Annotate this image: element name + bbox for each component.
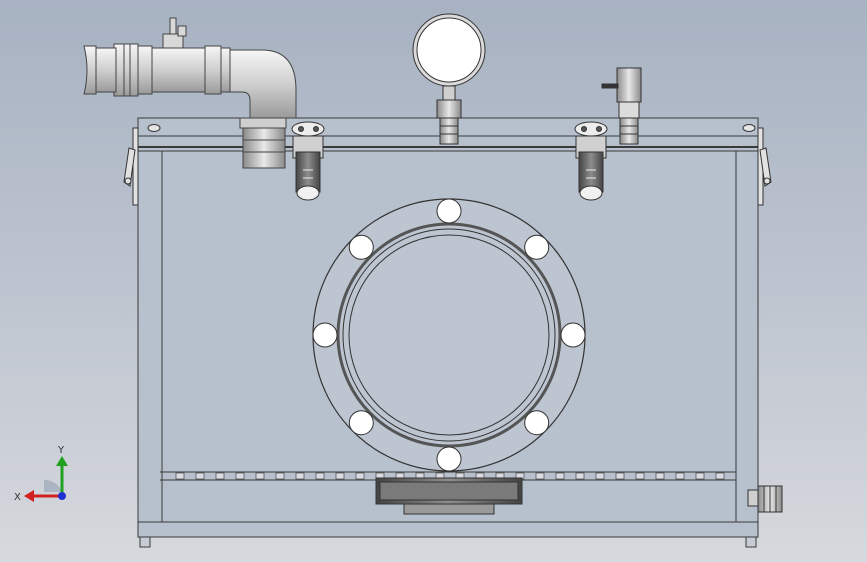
z-axis-dot [58,492,66,500]
rail-slot [615,472,625,480]
inlet-pipe-assembly[interactable] [83,43,297,169]
flange-bolt-hole [524,410,550,436]
rail-slot [575,472,585,480]
left-toggle-latch[interactable] [291,121,325,201]
internal-pump [375,477,523,515]
y-axis-label: Y [57,445,65,456]
rail-slot [695,472,705,480]
x-axis-arrowhead [24,490,34,502]
rail-slot [275,472,285,480]
left-side-hinge [123,127,139,206]
rail-slot [555,472,565,480]
rail-slot [355,472,365,480]
triad-plane [44,479,62,492]
valve-handle[interactable] [162,17,187,49]
rail-slot [235,472,245,480]
rail-slot [255,472,265,480]
level-sensor[interactable] [601,67,642,145]
rail-slot [335,472,345,480]
flange-bolt-hole [436,446,462,472]
flange-bolt-hole [436,198,462,224]
y-axis-arrowhead [56,456,68,466]
coordinate-triad: Y X [14,445,68,503]
rail-slot [595,472,605,480]
rail-slot [635,472,645,480]
flange-bolt-hole [524,234,550,260]
rail-slot [715,472,725,480]
right-toggle-latch[interactable] [574,121,608,201]
right-side-hinge [757,127,772,206]
lid-bolts [147,124,756,132]
flange-bolt-holes [312,198,586,472]
flange-bolt-hole [560,322,586,348]
rail-slot [195,472,205,480]
rail-slot [675,472,685,480]
rail-slot [655,472,665,480]
flange-bolt-hole [312,322,338,348]
rail-slot [535,472,545,480]
rail-slot [215,472,225,480]
x-axis-label: X [14,492,21,503]
rail-slot [295,472,305,480]
rail-slot [175,472,185,480]
flange-bolt-hole [348,234,374,260]
flange-bolt-hole [348,410,374,436]
rail-slot [315,472,325,480]
pressure-gauge[interactable] [412,13,486,145]
drain-fitting[interactable] [747,485,783,513]
